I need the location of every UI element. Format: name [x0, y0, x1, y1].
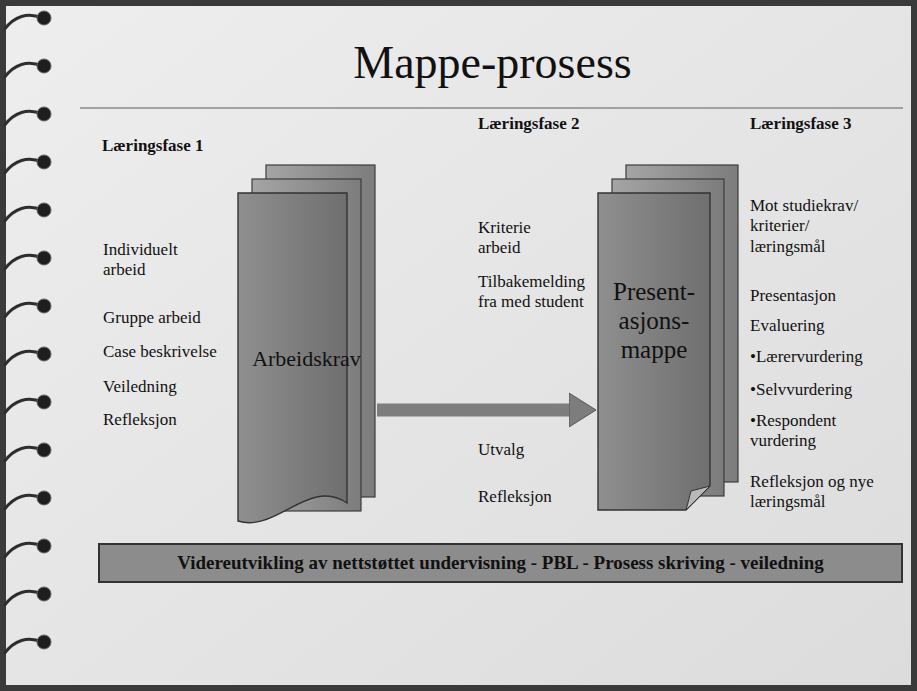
document-stack: Present- asjons- mappe: [598, 165, 738, 510]
spiral-wire: [4, 639, 42, 654]
phase-item: Individuelt arbeid: [103, 240, 203, 281]
flow-arrow: [377, 404, 569, 417]
footer-band: Videreutvikling av nettstøttet undervisn…: [98, 543, 903, 583]
spiral-wire: [4, 255, 42, 270]
spiral-hole: [37, 347, 51, 361]
phase-heading: Læringsfase 1: [102, 136, 242, 156]
phase-item: Mot studiekrav/ kriterier/ læringsmål: [750, 196, 880, 257]
spiral-wire: [4, 303, 42, 318]
phase-item: Refleksjon og nye læringsmål: [750, 472, 890, 513]
spiral-wire: [4, 543, 42, 558]
spiral-hole: [37, 491, 51, 505]
document-stack-outline: [238, 165, 375, 525]
document-stack: Arbeidskrav: [238, 165, 375, 525]
phase-item: Kriterie arbeid: [478, 218, 553, 259]
spiral-hole: [37, 299, 51, 313]
node-label: Present- asjons- mappe: [605, 278, 703, 364]
spiral-wire: [4, 399, 42, 414]
spiral-hole: [37, 203, 51, 217]
phase-item: Refleksjon: [103, 410, 233, 430]
spiral-hole: [37, 395, 51, 409]
spiral-wire: [4, 15, 42, 30]
phase-item: Veiledning: [103, 377, 233, 397]
page-fold: [686, 486, 710, 510]
spiral-wire: [4, 447, 42, 462]
spiral-hole: [37, 635, 51, 649]
phase-item: Refleksjon: [478, 487, 588, 507]
title-rule: [80, 107, 903, 109]
spiral-hole: [37, 539, 51, 553]
spiral-hole: [37, 155, 51, 169]
spiral-wire: [4, 495, 42, 510]
spiral-wire: [4, 159, 42, 174]
phase-item: •Selvvurdering: [750, 380, 900, 400]
spiral-wire: [4, 207, 42, 222]
phase-item: Gruppe arbeid: [103, 308, 233, 328]
phase-item: Presentasjon: [750, 286, 890, 306]
spiral-hole: [37, 11, 51, 25]
spiral-wire: [4, 351, 42, 366]
front-page: [598, 193, 710, 510]
spiral-wire: [4, 63, 42, 78]
spiral-binding: [4, 11, 51, 654]
node-label: Arbeidskrav: [252, 346, 361, 371]
phase-item: Case beskrivelse: [103, 342, 235, 362]
spiral-hole: [37, 251, 51, 265]
node-label: Videreutvikling av nettstøttet undervisn…: [106, 552, 895, 574]
spiral-wire: [4, 591, 42, 606]
phase-heading: Læringsfase 2: [478, 114, 618, 134]
phase-item: •Respondent vurdering: [750, 411, 875, 452]
phase-item: Utvalg: [478, 440, 588, 460]
phase-item: Tilbakemelding fra med student: [478, 272, 590, 313]
spiral-hole: [37, 587, 51, 601]
spiral-wire: [4, 111, 42, 126]
spiral-hole: [37, 443, 51, 457]
slide-title: Mappe-prosess: [80, 38, 905, 89]
spiral-hole: [37, 107, 51, 121]
slide-panel: [3, 3, 914, 688]
phase-heading: Læringsfase 3: [750, 114, 890, 134]
spiral-hole: [37, 59, 51, 73]
phase-item: Evaluering: [750, 316, 890, 336]
phase-item: •Lærervurdering: [750, 347, 900, 367]
